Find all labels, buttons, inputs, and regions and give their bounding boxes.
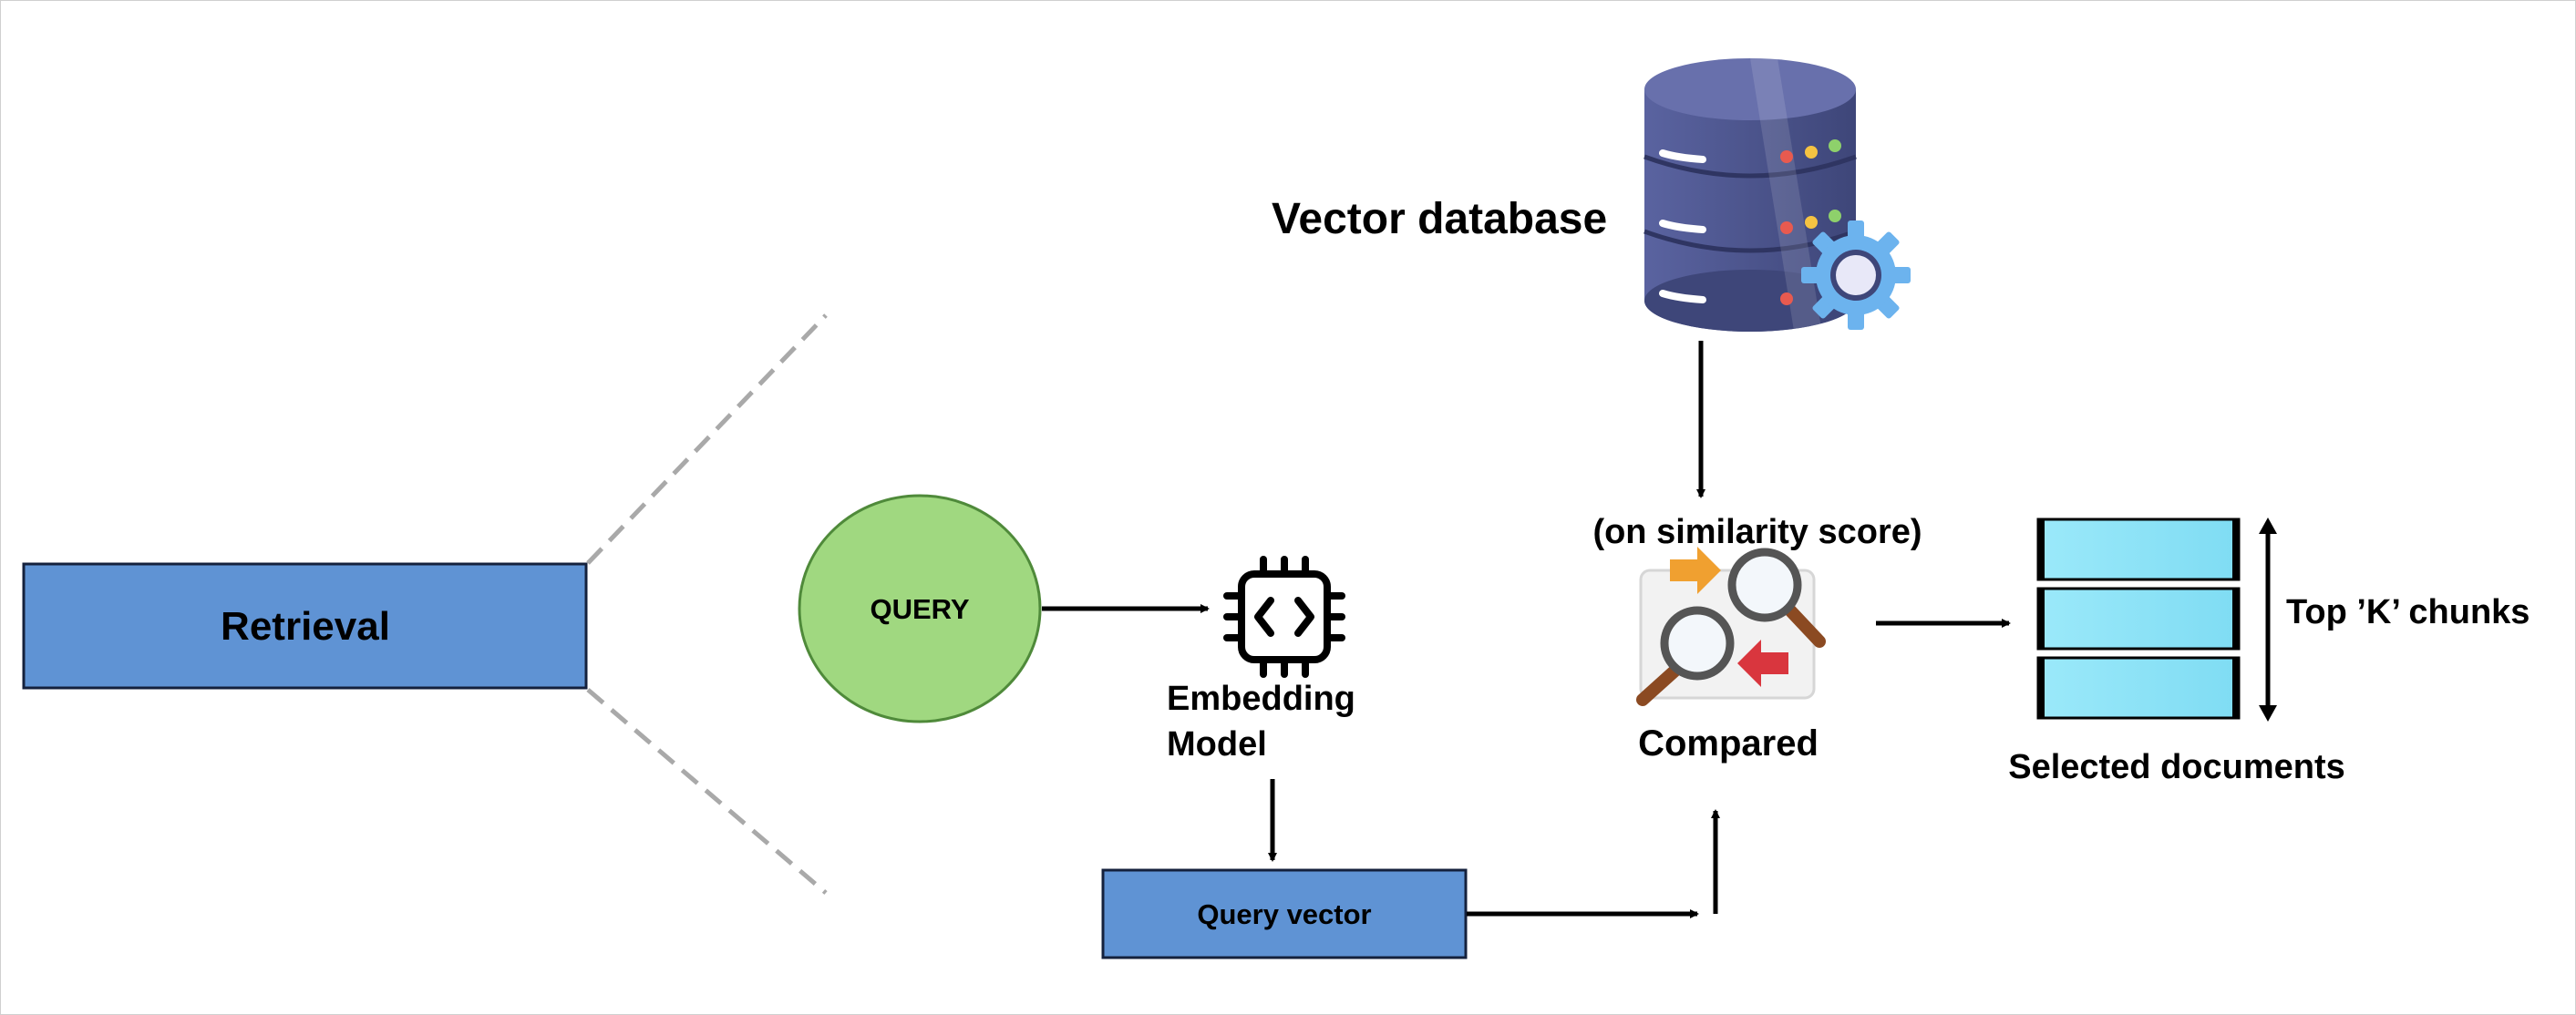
query-node: QUERY	[798, 494, 1042, 723]
query-label: QUERY	[870, 593, 969, 625]
query-vector-box: Query vector	[1101, 868, 1468, 959]
compare-icon	[1636, 547, 1826, 706]
top-k-range-arrow	[2259, 518, 2277, 722]
compared-label: Compared	[1638, 723, 1819, 764]
gear-icon	[1801, 220, 1911, 330]
embedding-model-label-line1: Embedding	[1167, 680, 1355, 718]
retrieval-box: Retrieval	[22, 562, 588, 690]
document-chunk	[2036, 587, 2241, 651]
zoom-line-top	[586, 313, 828, 565]
retrieval-label: Retrieval	[221, 604, 390, 649]
chip-icon	[1223, 556, 1345, 678]
query-vector-label: Query vector	[1197, 898, 1371, 930]
zoom-line-bottom	[586, 688, 828, 895]
document-chunks	[2036, 518, 2241, 720]
document-chunk	[2036, 518, 2241, 581]
selected-documents-label: Selected documents	[2008, 748, 2345, 786]
embedding-model-label-line2: Model	[1167, 725, 1267, 764]
similarity-score-note: (on similarity score)	[1592, 513, 1922, 551]
document-chunk	[2036, 656, 2241, 720]
vector-database-label: Vector database	[1272, 195, 1607, 243]
top-k-chunks-label: Top ’K’ chunks	[2286, 593, 2530, 631]
